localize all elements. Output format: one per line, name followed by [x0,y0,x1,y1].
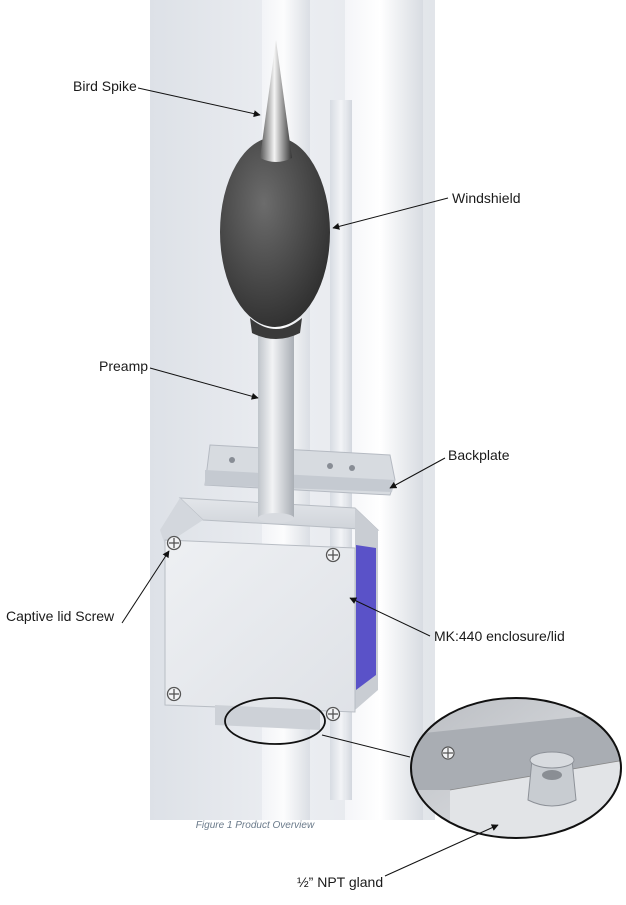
enclosure-side-panel [356,545,376,690]
arrow-npt-gland [384,824,499,877]
label-windshield: Windshield [452,190,521,206]
label-npt-gland: ½” NPT gland [297,874,384,890]
arrow-preamp [149,367,259,400]
screw-icon [325,706,341,722]
label-backplate: Backplate [448,447,510,463]
arrow-windshield [332,197,449,230]
arrow-backplate [389,457,446,489]
zoom-connector [321,734,411,758]
label-preamp: Preamp [99,358,149,374]
arrow-enclosure [349,597,431,637]
enclosure-box [160,497,380,730]
bird-spike [260,40,292,162]
gland-highlight-ellipse [224,697,326,745]
label-captive-lid-screw: Captive lid Screw [6,608,115,624]
figure-caption: Figure 1 Product Overview [195,820,315,831]
captive-lid-screw-icon [166,535,182,551]
arrow-bird-spike [137,87,261,118]
label-bird-spike: Bird Spike [73,78,137,94]
screw-icon [325,547,341,563]
screw-icon [166,686,182,702]
label-enclosure: MK:440 enclosure/lid [434,628,565,644]
zoom-inset [410,697,622,839]
windshield-ball [220,137,330,327]
backplate-bracket [204,444,396,496]
preamp-tube [258,330,294,520]
arrow-captive-lid-screw [121,550,170,624]
